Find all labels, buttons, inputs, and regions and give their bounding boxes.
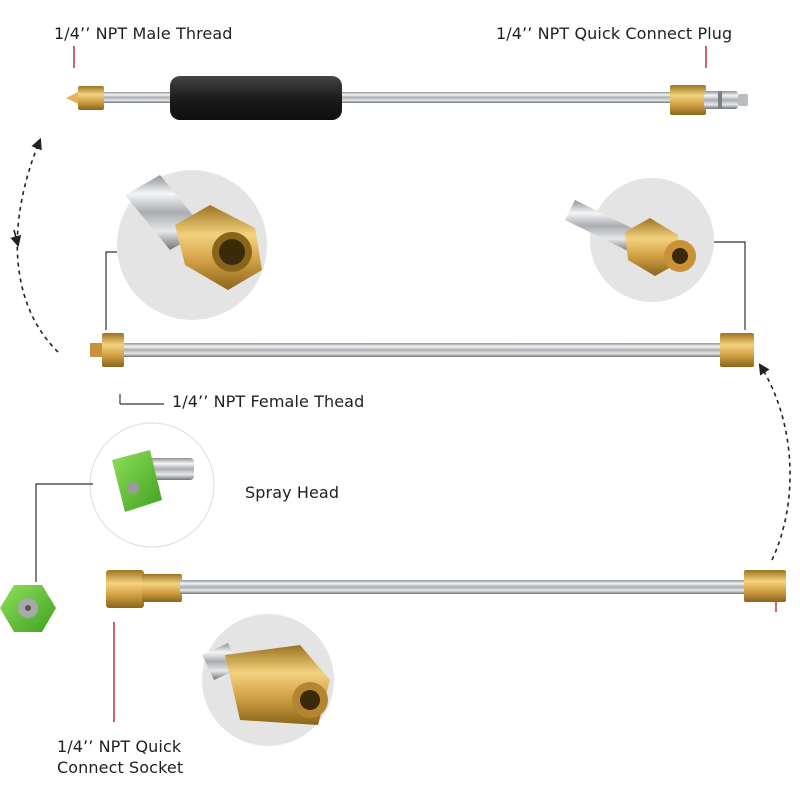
male-closeup-tube [565, 200, 640, 252]
spray-nozzle-orifice [25, 605, 31, 611]
middle-left-nut [102, 333, 124, 367]
top-steel-tube-right [342, 92, 672, 103]
spray-nozzle-front [0, 585, 56, 632]
wand-middle [90, 333, 754, 367]
middle-male-thread-stub [90, 343, 104, 357]
quick-socket-closeup [202, 614, 334, 746]
quick-connect-plug-groove [718, 91, 722, 109]
spray-closeup-stem [148, 458, 194, 480]
spray-closeup-orifice [127, 482, 139, 494]
wand-top [66, 76, 748, 120]
quick-connect-socket-body [106, 570, 144, 608]
middle-steel-tube [124, 343, 722, 357]
female-thead-label: 1/4’’ NPT Female Thead [172, 392, 365, 411]
spray-head-label: Spray Head [245, 483, 340, 502]
assembly-arrow-left-mid [10, 229, 22, 248]
male-thread-label: 1/4’’ NPT Male Thread [54, 24, 233, 43]
middle-right-nut [720, 333, 754, 367]
quick-connect-plug-label: 1/4’’ NPT Quick Connect Plug [496, 24, 733, 43]
quick-connect-socket-label-line2: Connect Socket [57, 758, 184, 777]
female-closeup-bore-inner [219, 239, 245, 265]
quick-connect-plug-nut [670, 85, 706, 115]
bottom-right-nut [744, 570, 786, 602]
quick-connect-plug-end [738, 94, 748, 106]
male-thread-tip [66, 91, 80, 105]
bottom-steel-tube [180, 580, 746, 594]
female-thread-closeup [117, 170, 267, 320]
socket-closeup-bore [300, 690, 320, 710]
male-thread-closeup [565, 178, 714, 302]
rubber-grip [170, 76, 342, 120]
male-closeup-bore [672, 248, 688, 264]
assembly-arrow-left [16, 137, 59, 353]
wand-bottom [106, 570, 786, 608]
quick-connect-socket-label-line1: 1/4’’ NPT Quick [57, 737, 182, 756]
spray-closeup-nozzle [112, 450, 162, 512]
male-thread-nut [78, 86, 104, 110]
female-closeup-leader [105, 251, 117, 330]
quick-connect-socket-collar [142, 574, 182, 602]
spray-head-leader [35, 483, 93, 582]
top-steel-tube-left [104, 92, 176, 103]
assembly-arrow-right [758, 363, 791, 561]
spray-head-closeup [89, 422, 215, 548]
male-closeup-leader [714, 241, 746, 330]
